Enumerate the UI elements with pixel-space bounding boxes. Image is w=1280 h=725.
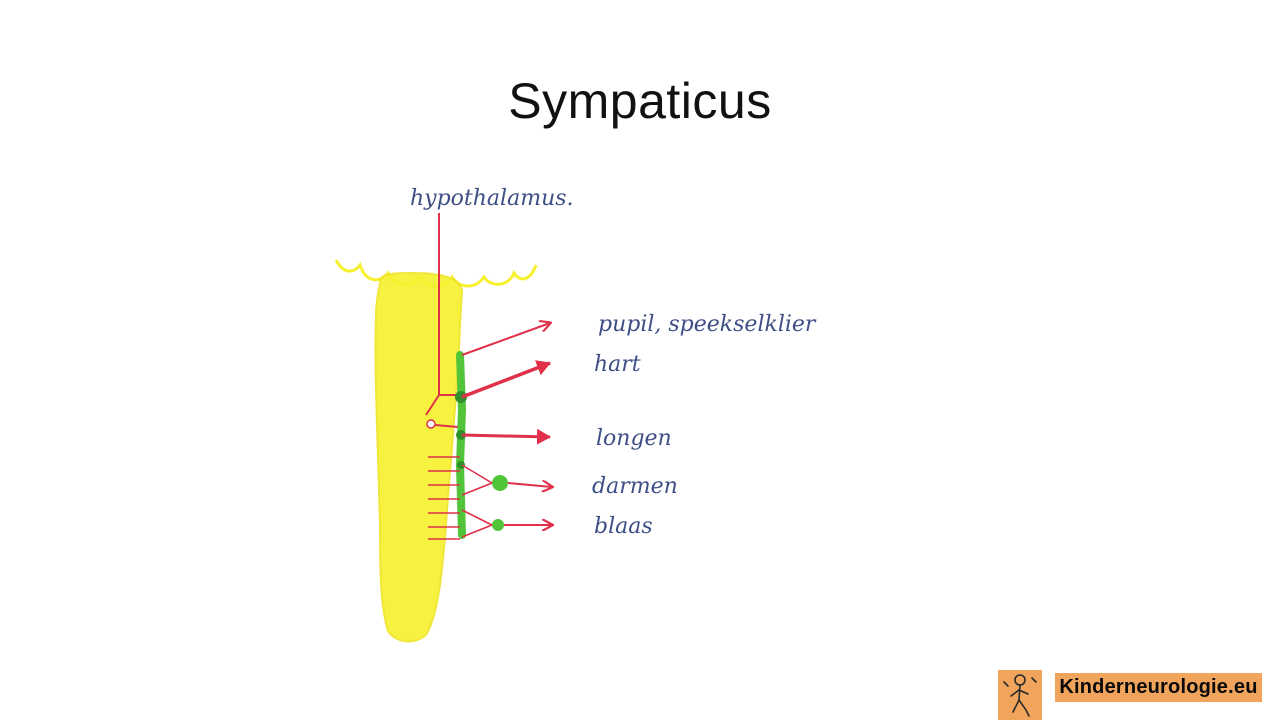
logo-graphic — [1003, 674, 1037, 717]
label-pupil: pupil, speekselklier — [598, 312, 817, 337]
sympaticus-diagram: hypothalamus. pupil, speekselklier hart … — [300, 165, 860, 665]
arrow-pupil — [461, 323, 550, 356]
ganglion-lumbar — [457, 461, 465, 469]
diagram-canvas: hypothalamus. pupil, speekselklier hart … — [334, 186, 817, 643]
segmental-fibers — [428, 456, 460, 540]
brand-site-name: Kinderneurologie.eu — [1059, 676, 1258, 698]
spinal-cord — [374, 271, 464, 643]
ganglion-thoracic — [456, 430, 466, 440]
sympathetic-chain — [455, 351, 467, 539]
ganglion-cervical — [455, 391, 467, 403]
preganglionic-fiber-lower — [434, 424, 459, 428]
label-longen: longen — [596, 426, 672, 451]
brand-badge[interactable]: Kinderneurologie.eu — [1055, 673, 1262, 702]
ganglion-coeliac — [492, 475, 508, 491]
label-darmen: darmen — [592, 474, 678, 499]
splanchnic-fibers — [461, 464, 493, 538]
ganglion-mesenteric — [492, 519, 504, 531]
arrow-darmen — [507, 483, 552, 487]
label-blaas: blaas — [594, 514, 653, 539]
label-hart: hart — [594, 352, 641, 377]
arrow-longen — [461, 428, 551, 445]
preganglionic-origin — [426, 419, 436, 429]
child-figure-icon — [998, 670, 1042, 720]
label-hypothalamus: hypothalamus. — [410, 186, 574, 211]
arrow-hart — [461, 360, 551, 399]
slide-title: Sympaticus — [508, 73, 772, 129]
